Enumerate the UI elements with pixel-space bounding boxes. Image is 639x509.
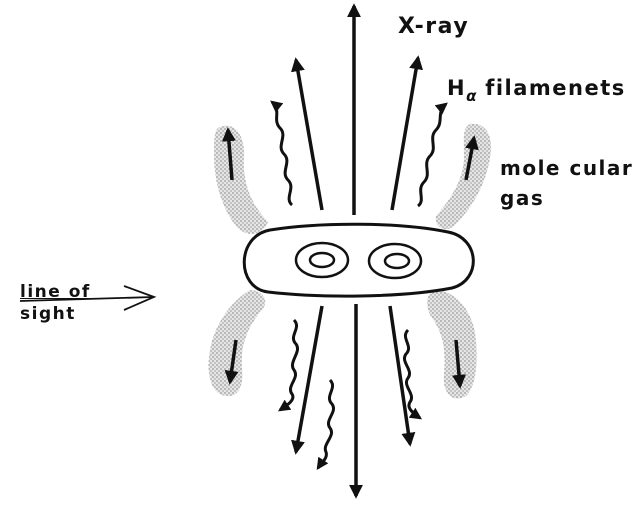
halpha-arrow-down-center — [318, 380, 334, 468]
line-of-sight-label-line1: line of — [20, 282, 91, 302]
molecular-gas-label-line1: mole cular — [500, 156, 633, 180]
galaxy-disk — [244, 224, 473, 296]
halpha-label-text: filamenets — [476, 76, 625, 100]
halpha-arrow-up-left — [272, 102, 292, 205]
xray-arrow-down-right — [390, 306, 410, 444]
molecular-gas-label-line2: gas — [500, 186, 544, 210]
xray-arrow-up-left — [296, 60, 322, 210]
xray-arrow-up-right — [392, 58, 418, 210]
halpha-subscript: α — [466, 87, 476, 105]
molecular-gas-upper-right — [436, 124, 491, 229]
xray-label: X-ray — [398, 14, 469, 39]
halpha-filaments-label: Hα filamenets — [447, 76, 626, 100]
xray-arrow-down-left — [296, 306, 322, 452]
molecular-gas-upper-left — [214, 126, 268, 234]
molecular-gas-lower-right — [427, 290, 476, 399]
line-of-sight-label-line2: sight — [20, 304, 76, 324]
halpha-arrow-up-right — [418, 104, 446, 206]
halpha-arrow-down-right — [404, 330, 420, 418]
halpha-arrow-down-left — [280, 320, 298, 410]
halpha-symbol: H — [447, 76, 466, 100]
